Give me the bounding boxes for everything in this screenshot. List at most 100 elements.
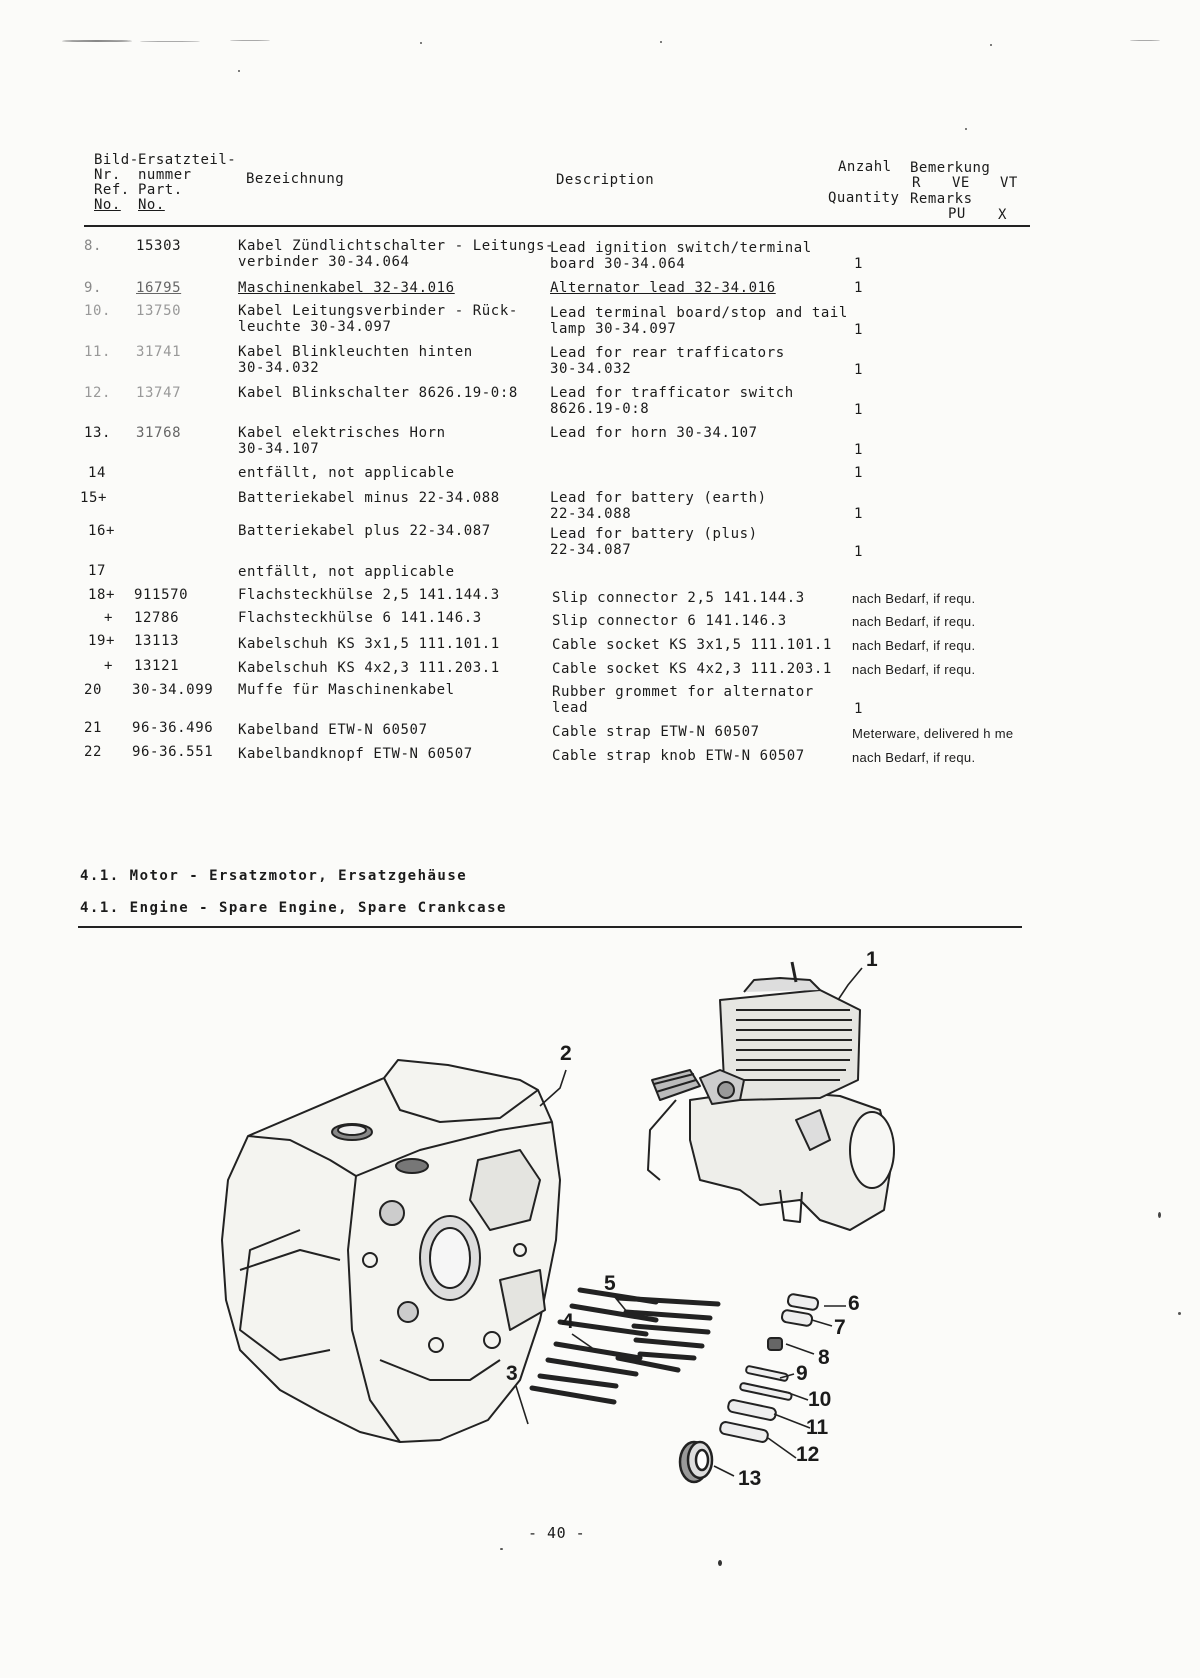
col-vt-header: VT <box>1000 175 1018 191</box>
part-no: 12786 <box>134 610 180 626</box>
bezeichnung: Kabelband ETW-N 60507 <box>238 722 428 738</box>
pin-parts <box>719 1365 793 1443</box>
section-rule <box>78 926 1022 928</box>
part-no: 13121 <box>134 658 180 674</box>
description: Lead for trafficator switch 8626.19-0:8 <box>550 385 794 417</box>
bolt-set-5 <box>615 1295 721 1361</box>
callout-9: 9 <box>796 1362 808 1385</box>
callout-11: 11 <box>806 1416 829 1439</box>
callout-4: 4 <box>562 1310 574 1333</box>
leader-lines <box>515 967 863 1477</box>
callout-2: 2 <box>560 1042 572 1065</box>
crankcase-drawing <box>221 1059 561 1443</box>
col-x-header: X <box>998 207 1007 223</box>
ref-no: 20 <box>84 682 103 698</box>
callout-7: 7 <box>834 1316 846 1339</box>
ref-no: 19+ <box>88 633 116 649</box>
col-ve-header: VE <box>952 175 970 191</box>
ref-no: 12. <box>84 385 112 401</box>
bolt-set-3 <box>529 1287 659 1405</box>
callout-5: 5 <box>604 1272 616 1295</box>
part-no: 911570 <box>134 587 189 603</box>
description: Cable socket KS 4x2,3 111.203.1 <box>552 661 832 677</box>
part-no: 31741 <box>136 344 182 360</box>
col-r-header: R <box>912 175 921 191</box>
description: Rubber grommet for alternator lead <box>552 684 814 716</box>
quantity: 1 <box>854 280 864 296</box>
description: Lead ignition switch/terminal board 30-3… <box>550 240 812 272</box>
page-number: - 40 - <box>528 1524 586 1542</box>
bezeichnung: Kabel Zündlichtschalter - Leitungs- verb… <box>238 238 555 270</box>
bezeichnung: Kabel elektrisches Horn 30-34.107 <box>238 425 446 457</box>
bezeichnung: entfällt, not applicable <box>238 465 455 481</box>
quantity: 1 <box>854 465 864 481</box>
bezeichnung-header: Bezeichnung <box>246 171 345 187</box>
remark: nach Bedarf, if requ. <box>852 614 976 629</box>
remark: nach Bedarf, if requ. <box>852 750 976 765</box>
ref-no: 8. <box>84 238 103 254</box>
ref-no: + <box>104 610 114 626</box>
bezeichnung: Kabelschuh KS 4x2,3 111.203.1 <box>238 660 500 676</box>
quantity: 1 <box>854 701 864 717</box>
dowel-parts <box>767 1293 820 1351</box>
callout-10: 10 <box>808 1388 832 1411</box>
quantity: 1 <box>854 544 864 560</box>
ref-no: 9. <box>84 280 103 296</box>
callout-8: 8 <box>818 1346 830 1369</box>
ref-no: 17 <box>88 563 107 579</box>
callout-6: 6 <box>848 1292 860 1315</box>
description: Cable strap ETW-N 60507 <box>552 724 760 740</box>
quantity: 1 <box>854 442 864 458</box>
bezeichnung: Kabel Leitungsverbinder - Rück- leuchte … <box>238 303 518 335</box>
part-no: 13113 <box>134 633 180 649</box>
section-title-en: 4.1. Engine - Spare Engine, Spare Crankc… <box>80 900 507 916</box>
ref-no-header: Bild- Nr. Ref. No. <box>94 152 139 213</box>
bezeichnung: Flachsteckhülse 2,5 141.144.3 <box>238 587 500 603</box>
part-no: 13747 <box>136 385 182 401</box>
quantity: 1 <box>854 322 864 338</box>
bolt-4 <box>615 1355 681 1373</box>
grommet-part <box>678 1440 714 1484</box>
ref-no: 18+ <box>88 587 116 603</box>
quantity: 1 <box>854 402 864 418</box>
ref-no: 15+ <box>80 490 108 506</box>
callout-13: 13 <box>738 1467 762 1490</box>
description: Alternator lead 32-34.016 <box>550 280 776 296</box>
bezeichnung: Maschinenkabel 32-34.016 <box>238 280 455 296</box>
ref-no: 11. <box>84 344 112 360</box>
callout-12: 12 <box>796 1443 820 1466</box>
remark: Meterware, delivered h me <box>852 726 1014 741</box>
quantity: 1 <box>854 506 864 522</box>
part-no: 96-36.496 <box>132 720 214 736</box>
callout-1: 1 <box>866 948 878 971</box>
part-no: 15303 <box>136 238 182 254</box>
bemerkung-header: Bemerkung <box>910 160 991 176</box>
bezeichnung: Flachsteckhülse 6 141.146.3 <box>238 610 482 626</box>
anzahl-header: Anzahl <box>838 159 892 175</box>
col-pu-header: PU <box>948 206 966 222</box>
description: Lead terminal board/stop and tail lamp 3… <box>550 305 848 337</box>
part-no: 30-34.099 <box>132 682 214 698</box>
bezeichnung: Kabelschuh KS 3x1,5 111.101.1 <box>238 636 500 652</box>
description: Slip connector 6 141.146.3 <box>552 613 787 629</box>
engine-drawing <box>647 961 895 1231</box>
bezeichnung: Batteriekabel plus 22-34.087 <box>238 523 491 539</box>
ref-no: 21 <box>84 720 103 736</box>
description: Lead for rear trafficators 30-34.032 <box>550 345 785 377</box>
description: Slip connector 2,5 141.144.3 <box>552 590 805 606</box>
remark: nach Bedarf, if requ. <box>852 591 976 606</box>
bezeichnung: Kabelbandknopf ETW-N 60507 <box>238 746 473 762</box>
description: Cable socket KS 3x1,5 111.101.1 <box>552 637 832 653</box>
ref-no: 13. <box>84 425 112 441</box>
description: Lead for horn 30-34.107 <box>550 425 758 441</box>
description: Lead for battery (earth) 22-34.088 <box>550 490 767 522</box>
description: Lead for battery (plus) 22-34.087 <box>550 526 758 558</box>
description-header: Description <box>556 172 655 188</box>
description: Cable strap knob ETW-N 60507 <box>552 748 805 764</box>
remark: nach Bedarf, if requ. <box>852 662 976 677</box>
section-title-de: 4.1. Motor - Ersatzmotor, Ersatzgehäuse <box>80 868 468 884</box>
ref-no: + <box>104 658 114 674</box>
bezeichnung: entfällt, not applicable <box>238 564 455 580</box>
ref-no: 22 <box>84 744 103 760</box>
